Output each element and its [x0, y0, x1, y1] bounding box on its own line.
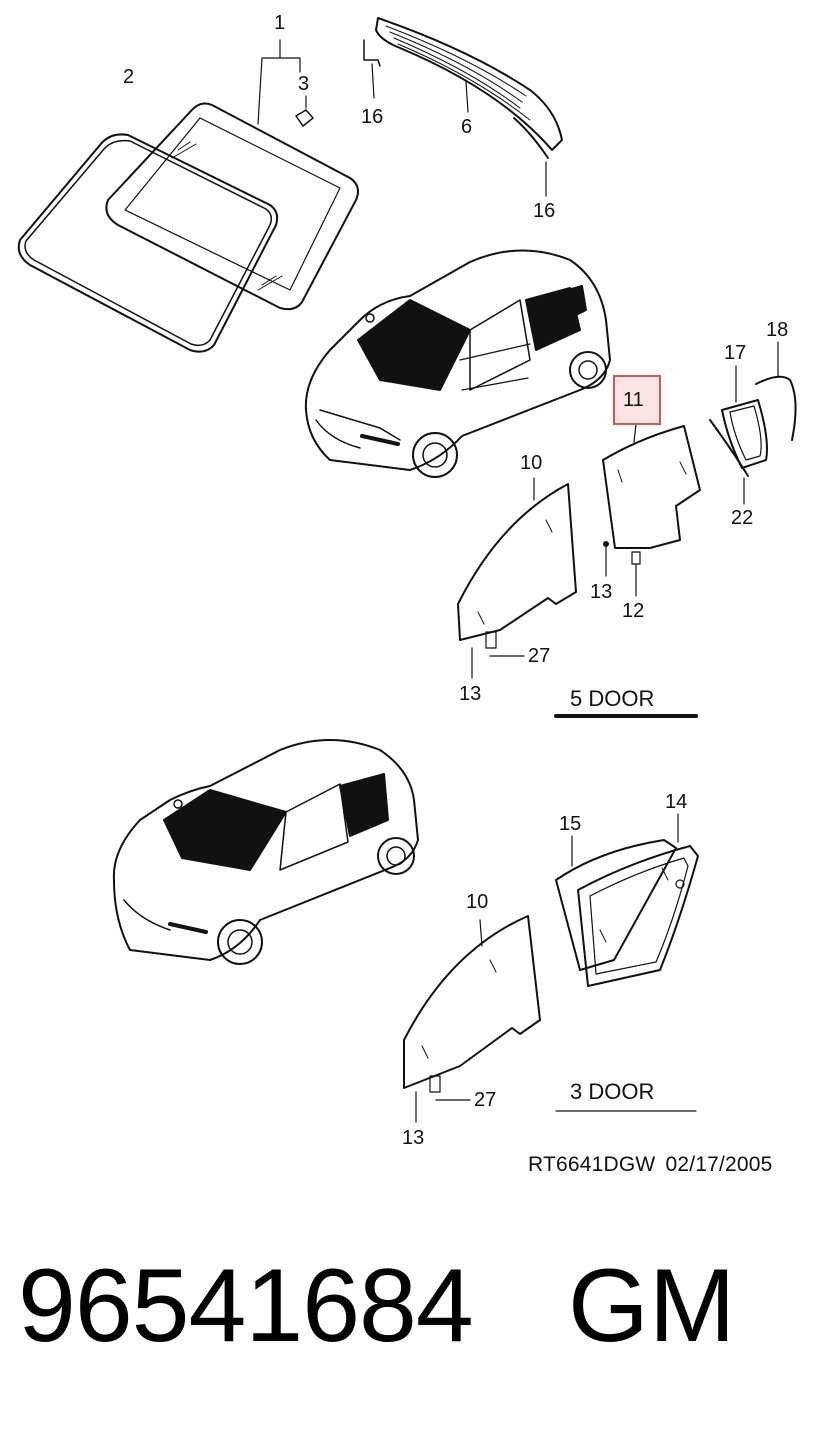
callout-27a[interactable]: 27	[528, 645, 551, 667]
leader-11	[633, 423, 637, 443]
windshield-glass-part-1	[105, 102, 359, 311]
highlight-part-11[interactable]	[613, 375, 661, 425]
callout-12[interactable]: 12	[622, 600, 645, 622]
front-door-glass-part-10-5door	[457, 483, 577, 649]
callout-27b[interactable]: 27	[474, 1089, 497, 1111]
section-3-door: 3 DOOR	[570, 1079, 655, 1104]
drawing-code: RT6641DGW 02/17/2005	[528, 1153, 783, 1177]
brand-label: GM	[568, 1248, 736, 1364]
clip-part-3	[295, 109, 314, 127]
callout-14[interactable]: 14	[665, 791, 688, 813]
quarter-glass-part-17	[721, 399, 768, 469]
callout-16b[interactable]: 16	[533, 200, 556, 222]
rear-window-part-6	[375, 17, 563, 151]
callout-3[interactable]: 3	[298, 73, 310, 95]
parts-diagram	[17, 17, 797, 1123]
callout-13a[interactable]: 13	[459, 683, 482, 705]
car-5-door	[304, 249, 611, 478]
molding-part-18	[755, 375, 797, 441]
callout-16a[interactable]: 16	[361, 106, 384, 128]
callout-2[interactable]: 2	[123, 66, 135, 88]
windshield-molding-part-2	[17, 133, 279, 353]
molding-part-16b	[513, 117, 549, 159]
leader-1	[257, 39, 301, 125]
callout-10b[interactable]: 10	[466, 891, 489, 913]
section-5-door: 5 DOOR	[570, 686, 655, 711]
leader-16a	[371, 63, 375, 99]
part-number: 96541684	[18, 1248, 474, 1364]
molding-part-22	[709, 419, 749, 477]
drawing-date: 02/17/2005	[665, 1153, 773, 1176]
callout-11[interactable]: 11	[623, 389, 644, 411]
callout-18[interactable]: 18	[766, 319, 789, 341]
rear-door-glass-part-11	[602, 425, 701, 549]
car-3-door	[112, 739, 419, 965]
drawing-code-id: RT6641DGW	[528, 1153, 656, 1176]
leader-6	[465, 81, 469, 113]
callout-22[interactable]: 22	[731, 507, 754, 529]
quarter-glass-part-14-inner	[589, 857, 689, 975]
callout-13c[interactable]: 13	[402, 1127, 425, 1149]
callout-15[interactable]: 15	[559, 813, 582, 835]
callout-6[interactable]: 6	[461, 116, 473, 138]
part-12-clip	[631, 551, 641, 565]
callout-1[interactable]: 1	[274, 12, 286, 34]
front-door-glass-part-10-3door	[403, 915, 541, 1093]
molding-part-16a	[363, 39, 381, 67]
callout-10a[interactable]: 10	[520, 452, 543, 474]
callout-13b[interactable]: 13	[590, 581, 613, 603]
callout-17[interactable]: 17	[724, 342, 747, 364]
leader-10b	[479, 919, 483, 947]
quarter-glass-part-14	[577, 845, 699, 987]
quarter-glass-part-15	[555, 839, 677, 971]
quarter-glass-inner	[729, 405, 762, 461]
